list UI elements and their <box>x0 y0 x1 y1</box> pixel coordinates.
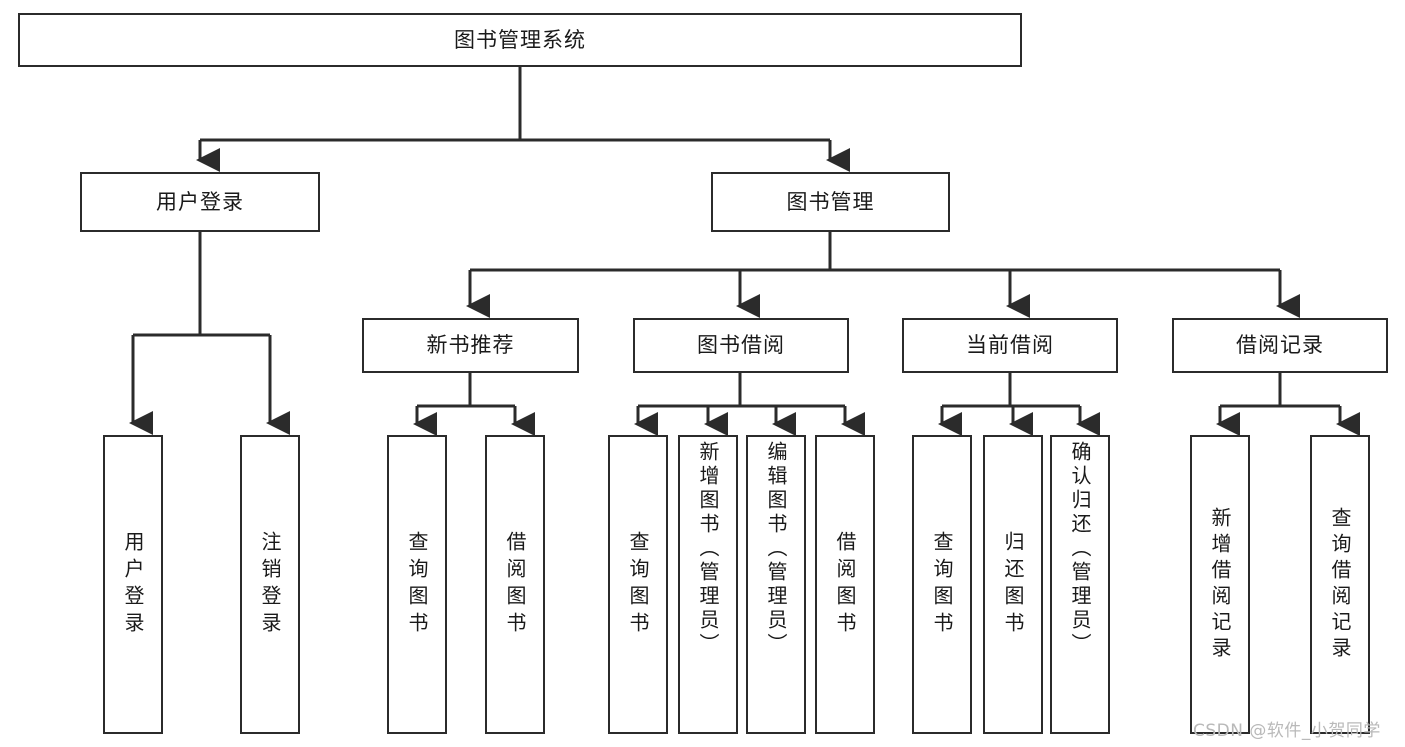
leaf-edit-book-label: 编辑图书（管理员） <box>764 441 788 657</box>
node-user-login-label: 用户登录 <box>156 189 244 214</box>
leaf-add-book-label: 新增图书（管理员） <box>696 441 720 657</box>
node-root[interactable]: 图书管理系统 <box>18 13 1022 67</box>
node-root-label: 图书管理系统 <box>454 27 586 52</box>
leaf-query-record[interactable]: 查询借阅记录 <box>1310 435 1370 734</box>
csdn-watermark: CSDN @软件_小贺同学 <box>1193 721 1381 741</box>
leaf-add-book[interactable]: 新增图书（管理员） <box>678 435 738 734</box>
node-book-manage[interactable]: 图书管理 <box>711 172 950 232</box>
leaf-borrow-book-2[interactable]: 借阅图书 <box>815 435 875 734</box>
node-book-borrow[interactable]: 图书借阅 <box>633 318 849 373</box>
leaf-query-book-3[interactable]: 查询图书 <box>912 435 972 734</box>
leaf-user-login[interactable]: 用户登录 <box>103 435 163 734</box>
leaf-add-record-label: 新增借阅记录 <box>1208 506 1232 663</box>
node-book-manage-label: 图书管理 <box>786 189 875 214</box>
leaf-borrow-book-1[interactable]: 借阅图书 <box>485 435 545 734</box>
node-borrow-record[interactable]: 借阅记录 <box>1172 318 1388 373</box>
node-current-borrow-label: 当前借阅 <box>966 333 1054 358</box>
node-borrow-record-label: 借阅记录 <box>1236 333 1324 358</box>
leaf-query-book-3-label: 查询图书 <box>930 530 954 639</box>
leaf-confirm-return-label: 确认归还（管理员） <box>1068 441 1092 657</box>
leaf-borrow-book-1-label: 借阅图书 <box>503 530 527 639</box>
node-new-book-recommend[interactable]: 新书推荐 <box>362 318 579 373</box>
leaf-user-logout[interactable]: 注销登录 <box>240 435 300 734</box>
node-current-borrow[interactable]: 当前借阅 <box>902 318 1118 373</box>
node-new-book-recommend-label: 新书推荐 <box>426 333 515 358</box>
leaf-borrow-book-2-label: 借阅图书 <box>833 530 857 639</box>
leaf-query-book-2[interactable]: 查询图书 <box>608 435 668 734</box>
leaf-edit-book[interactable]: 编辑图书（管理员） <box>746 435 806 734</box>
leaf-user-login-label: 用户登录 <box>121 530 145 639</box>
node-book-borrow-label: 图书借阅 <box>697 333 785 358</box>
leaf-add-record[interactable]: 新增借阅记录 <box>1190 435 1250 734</box>
leaf-confirm-return[interactable]: 确认归还（管理员） <box>1050 435 1110 734</box>
leaf-query-book-1[interactable]: 查询图书 <box>387 435 447 734</box>
leaf-return-book[interactable]: 归还图书 <box>983 435 1043 734</box>
leaf-return-book-label: 归还图书 <box>1001 530 1025 639</box>
leaf-query-book-1-label: 查询图书 <box>405 530 429 639</box>
node-user-login[interactable]: 用户登录 <box>80 172 320 232</box>
leaf-user-logout-label: 注销登录 <box>258 530 282 639</box>
leaf-query-book-2-label: 查询图书 <box>626 530 650 639</box>
leaf-query-record-label: 查询借阅记录 <box>1328 506 1352 663</box>
